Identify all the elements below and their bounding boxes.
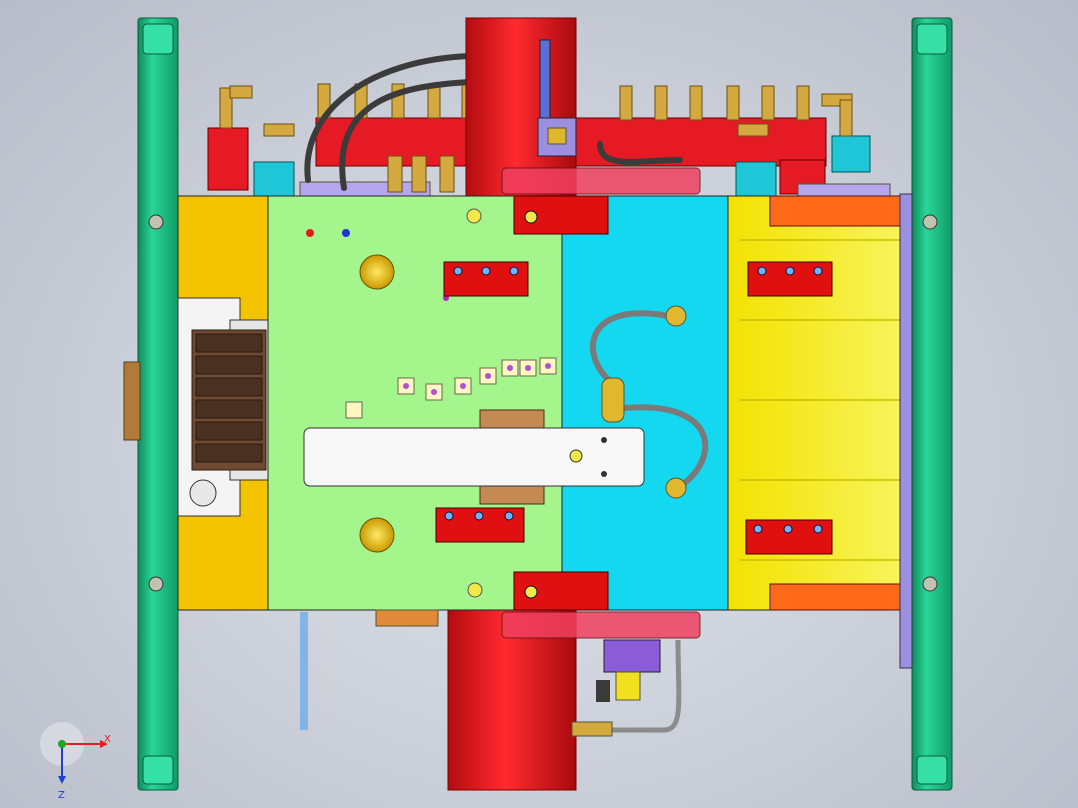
cooling-hose-right[interactable] bbox=[590, 310, 709, 489]
view-orientation-triad[interactable]: X Z bbox=[40, 722, 111, 801]
core-plate[interactable] bbox=[561, 195, 729, 611]
cylinder-rod bbox=[539, 39, 551, 121]
cavity-plate[interactable] bbox=[267, 195, 563, 611]
locating-boss bbox=[123, 361, 141, 441]
z-axis-label: Z bbox=[58, 790, 65, 801]
cooling-hoses-top bbox=[304, 53, 683, 191]
right-side-rail[interactable] bbox=[911, 17, 953, 791]
top-crossbar[interactable] bbox=[501, 167, 701, 195]
hose-fittings-right bbox=[601, 305, 687, 499]
ejector-pin-dots bbox=[403, 363, 551, 395]
bottom-fittings bbox=[300, 609, 682, 737]
x-axis-label: X bbox=[104, 734, 111, 745]
solenoid-valve-bank[interactable] bbox=[177, 297, 271, 517]
bottom-crossbar[interactable] bbox=[501, 611, 701, 639]
left-side-rail[interactable] bbox=[137, 17, 179, 791]
insert-bar[interactable] bbox=[303, 409, 645, 505]
lifter-screws bbox=[444, 210, 823, 599]
